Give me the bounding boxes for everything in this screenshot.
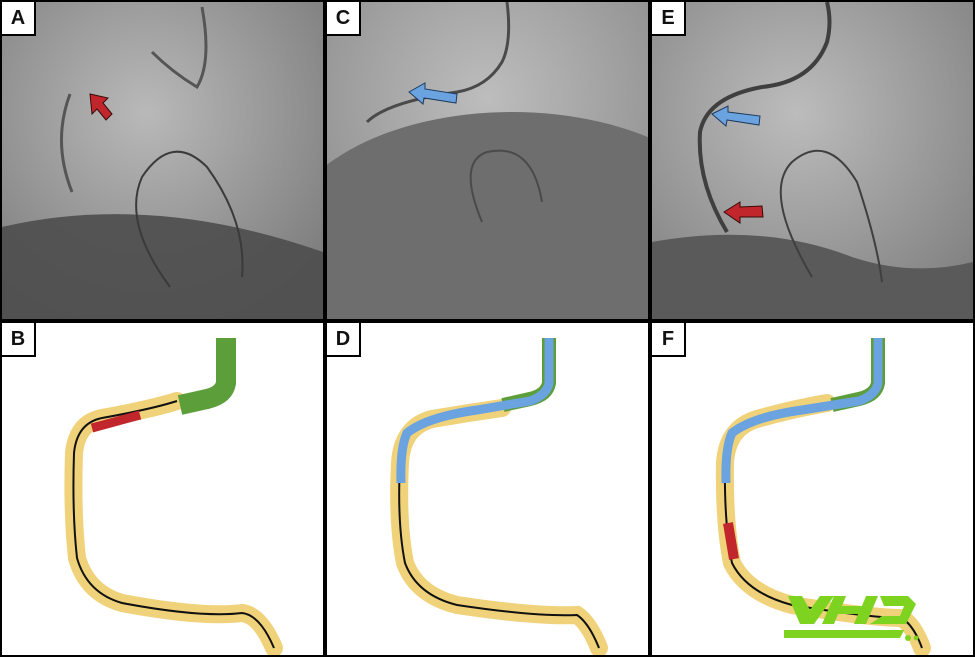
panel-d-schematic: D: [327, 323, 648, 655]
panel-d-drawing: [390, 338, 608, 655]
panel-b-schematic: B: [2, 323, 323, 655]
red-device-segment: [723, 522, 739, 560]
panel-c-image: [327, 2, 648, 319]
vessel-outline: [390, 399, 608, 655]
panel-label: D: [327, 323, 361, 357]
red-arrow-icon: [723, 201, 764, 224]
panel-e-fluoroscopy: E: [652, 2, 973, 319]
panel-f-schematic: F: [652, 323, 973, 655]
panel-e-image: [652, 2, 973, 319]
panel-label: C: [327, 2, 361, 36]
panel-a-fluoroscopy: A: [2, 2, 323, 319]
yhd-logo: [784, 594, 919, 644]
panel-a-image: [2, 2, 323, 319]
panel-label: A: [2, 2, 36, 36]
panel-label: B: [2, 323, 36, 357]
panel-c-fluoroscopy: C: [327, 2, 648, 319]
blue-arrow-icon: [408, 82, 458, 105]
panel-label: E: [652, 2, 686, 36]
red-device-segment: [90, 410, 142, 433]
guidewire: [72, 400, 275, 649]
panel-b-drawing: [64, 338, 283, 655]
blue-device-segment: [396, 338, 554, 484]
red-arrow-icon: [89, 93, 113, 121]
yhd-logo-mark: [784, 596, 919, 641]
blue-arrow-icon: [711, 105, 761, 127]
blue-device-segment: [721, 338, 883, 484]
panel-label: F: [652, 323, 686, 357]
guide-catheter: [177, 338, 236, 415]
